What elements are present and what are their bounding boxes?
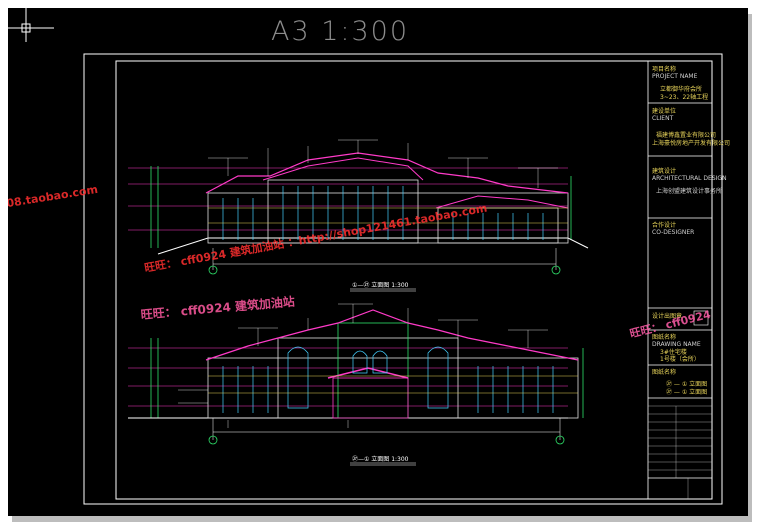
drawing-list-title: 图纸名称 bbox=[652, 369, 677, 376]
drawing-list-2: ㉗ — ① 立面图 bbox=[666, 389, 708, 396]
inner-frame bbox=[115, 60, 713, 500]
project-name-2: 3~23、22轴工程 bbox=[660, 94, 709, 101]
cad-drawing-sheet: A3 1:300 bbox=[8, 8, 748, 516]
project-title-en: PROJECT NAME bbox=[652, 73, 698, 80]
architect-title: 建筑设计 bbox=[652, 168, 677, 175]
client-title-en: CLIENT bbox=[652, 115, 674, 122]
title-block-grid bbox=[648, 405, 712, 499]
client-title: 建设单位 bbox=[652, 108, 677, 115]
architect-title-en: ARCHITECTURAL DESIGN bbox=[652, 175, 727, 182]
coop-title: 合作设计 bbox=[652, 222, 677, 229]
drawing-title: 图纸名称 bbox=[652, 334, 677, 341]
client-1: 福建博鑫置业有限公司 bbox=[656, 132, 717, 139]
drawing-canvas bbox=[8, 8, 723, 505]
title-block bbox=[647, 61, 712, 499]
elevation-2 bbox=[128, 303, 584, 445]
project-name-1: 立都御华府会所 bbox=[660, 86, 703, 93]
outer-frame bbox=[83, 53, 723, 505]
elevation-1 bbox=[128, 139, 589, 275]
elevation-2-caption: ㉗—① 立面图 1:300 bbox=[352, 456, 409, 463]
scale-title: A3 1:300 bbox=[270, 16, 410, 47]
architect-name: 上海创盟建筑设计事务所 bbox=[656, 188, 723, 195]
coop-title-en: CO-DESIGNER bbox=[652, 229, 695, 236]
crosshair-cursor-icon bbox=[8, 8, 54, 42]
drawing-name-2: 1号楼（会所） bbox=[660, 356, 700, 363]
client-2: 上海豪悦房地产开发有限公司 bbox=[652, 140, 731, 147]
project-title-label: 项目名称 bbox=[652, 66, 677, 73]
drawing-name-1: 3#住宅楼 bbox=[660, 349, 687, 356]
elevation-1-caption: ①—㉗ 立面图 1:300 bbox=[352, 282, 409, 289]
seal-box bbox=[693, 310, 709, 326]
drawing-title-en: DRAWING NAME bbox=[652, 341, 701, 348]
seal-title: 设计出图章 bbox=[652, 313, 683, 320]
drawing-list-1: ㉗ — ① 立面图 bbox=[666, 381, 708, 388]
